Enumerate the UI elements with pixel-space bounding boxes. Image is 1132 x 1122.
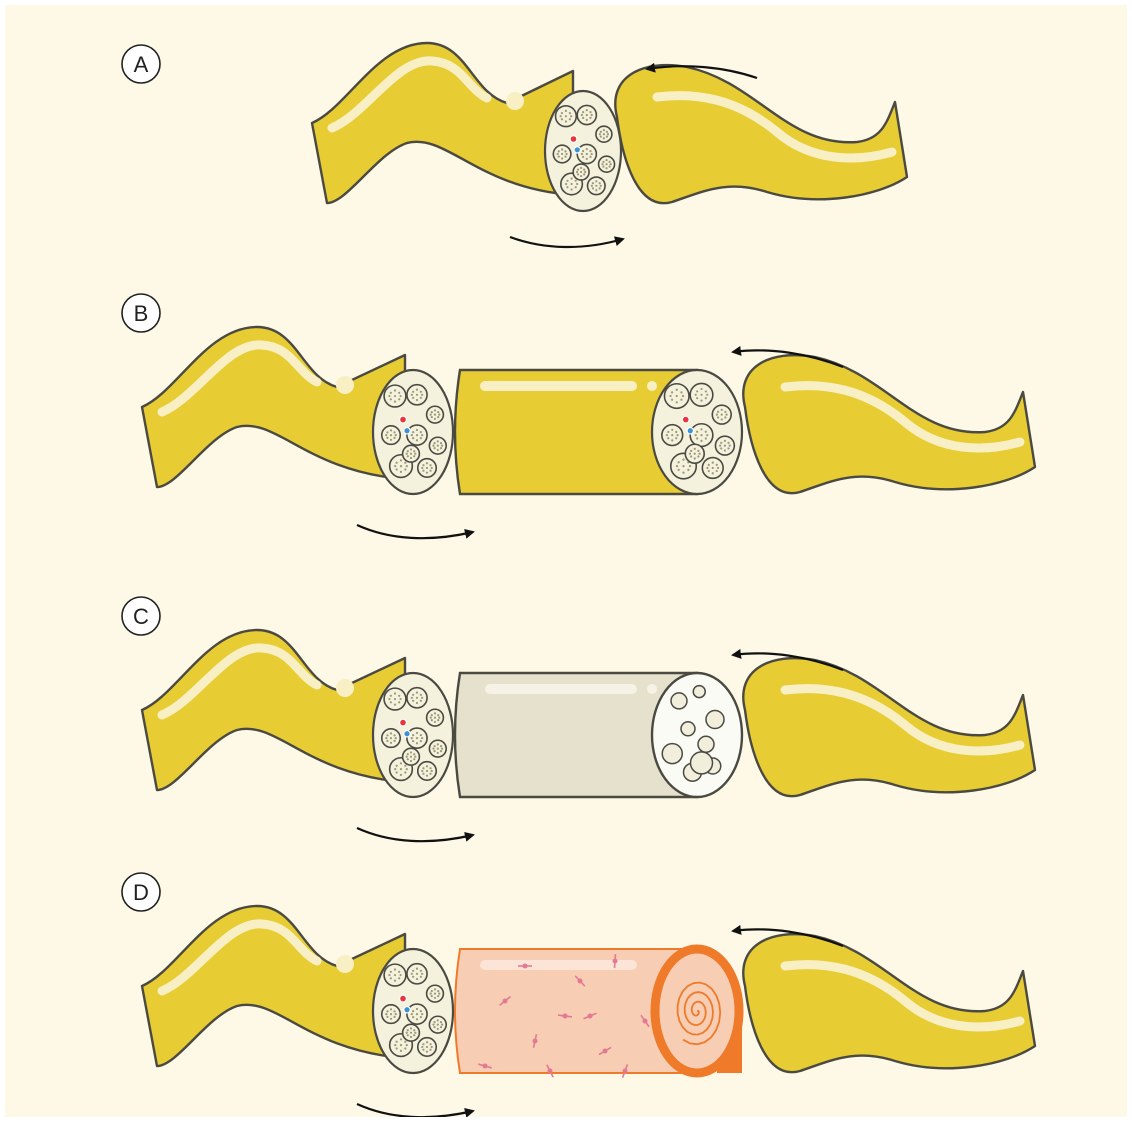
seeded-cell [503, 999, 508, 1004]
distal-nerve-stump [743, 355, 1035, 493]
seeded-cell [588, 1014, 593, 1019]
nerve-fascicle-icon [429, 1016, 446, 1033]
nerve-fascicle-icon [418, 762, 436, 780]
seeded-cell [643, 1019, 648, 1024]
panel-label: A [134, 52, 149, 77]
empty-channel [693, 686, 705, 698]
nerve-fascicle-icon [715, 436, 734, 455]
seeded-cell [548, 1069, 553, 1074]
nerve-fascicle-icon [662, 425, 683, 446]
distal-nerve-stump [743, 934, 1035, 1072]
nerve-fascicle-icon [685, 444, 704, 463]
empty-channel [671, 693, 687, 709]
seeded-cell [623, 1069, 628, 1074]
nerve-fascicle-icon [556, 106, 577, 127]
empty-channel [681, 722, 695, 736]
seeded-cell [523, 964, 528, 969]
nerve-repair-diagram: A B C D [5, 5, 1127, 1117]
nerve-highlight [647, 381, 657, 391]
nerve-fascicle-icon [577, 105, 596, 124]
empty-channel [691, 752, 713, 774]
nerve-highlight [506, 92, 524, 110]
nerve-highlight [336, 955, 354, 973]
nerve-fascicle-icon [382, 1005, 400, 1023]
nerve-highlight [336, 376, 354, 394]
blood-vessel-icon [404, 1007, 410, 1013]
figure-canvas: A B C D [5, 5, 1127, 1117]
blood-vessel-icon [404, 428, 410, 434]
blood-vessel-icon [400, 416, 407, 423]
nerve-fascicle-icon [403, 748, 420, 765]
blood-vessel-icon [570, 136, 577, 143]
seeded-cell [533, 1039, 538, 1044]
blood-vessel-icon [682, 416, 689, 423]
nerve-fascicle-icon [403, 445, 420, 462]
nerve-fascicle-icon [573, 164, 589, 180]
nerve-fascicle-icon [418, 1038, 436, 1056]
nerve-fascicle-icon [690, 383, 713, 406]
nerve-fascicle-icon [382, 426, 400, 444]
nerve-fascicle-icon [588, 177, 606, 195]
nerve-fascicle-icon [427, 406, 444, 423]
empty-channel [698, 736, 714, 752]
seeded-cell [603, 1049, 608, 1054]
nerve-fascicle-icon [407, 425, 427, 445]
nerve-fascicle-icon [403, 1024, 420, 1041]
nerve-fascicle-icon [596, 126, 612, 142]
nerve-fascicle-icon [553, 145, 571, 163]
nerve-fascicle-icon [599, 156, 615, 172]
nerve-fascicle-icon [407, 385, 427, 405]
nerve-fascicle-icon [664, 384, 689, 409]
nerve-fascicle-icon [382, 729, 400, 747]
nerve-fascicle-icon [407, 1004, 427, 1024]
nerve-fascicle-icon [407, 728, 427, 748]
blood-vessel-icon [404, 731, 410, 737]
nerve-fascicle-icon [712, 405, 731, 424]
blood-vessel-icon [574, 147, 580, 153]
nerve-fascicle-icon [427, 709, 444, 726]
empty-channel [662, 744, 682, 764]
panel-label: D [133, 880, 149, 905]
blood-vessel-icon [400, 719, 407, 726]
blood-vessel-icon [400, 995, 407, 1002]
nerve-fascicle-icon [429, 740, 446, 757]
panel-a: A [122, 43, 907, 247]
distal-nerve-stump [615, 65, 907, 203]
curved-arrow-icon [357, 828, 473, 841]
graft-highlight [647, 684, 657, 694]
nerve-fascicle-icon [384, 688, 406, 710]
panel-label: B [134, 301, 149, 326]
nerve-fascicle-icon [418, 459, 436, 477]
nerve-fascicle-icon [407, 964, 427, 984]
nerve-fascicle-icon [690, 424, 713, 447]
panel-b: B [122, 294, 1035, 538]
curved-arrow-icon [357, 525, 473, 538]
nerve-fascicle-icon [427, 985, 444, 1002]
blood-vessel-icon [687, 428, 693, 434]
panel-label: C [133, 604, 149, 629]
distal-nerve-stump [743, 658, 1035, 796]
nerve-fascicle-icon [384, 385, 406, 407]
seeded-cell [578, 979, 583, 984]
seeded-cell [483, 1064, 488, 1069]
panel-c: C [122, 597, 1035, 841]
empty-channel [706, 711, 724, 729]
nerve-fascicle-icon [702, 458, 723, 479]
nerve-fascicle-icon [407, 688, 427, 708]
curved-arrow-icon [510, 237, 623, 247]
nerve-fascicle-icon [429, 437, 446, 454]
nerve-fascicle-icon [384, 964, 406, 986]
nerve-highlight [336, 679, 354, 697]
seeded-cell [563, 1014, 568, 1019]
seeded-cell [613, 959, 618, 964]
panel-d: D [122, 873, 1035, 1117]
curved-arrow-icon [357, 1104, 473, 1117]
